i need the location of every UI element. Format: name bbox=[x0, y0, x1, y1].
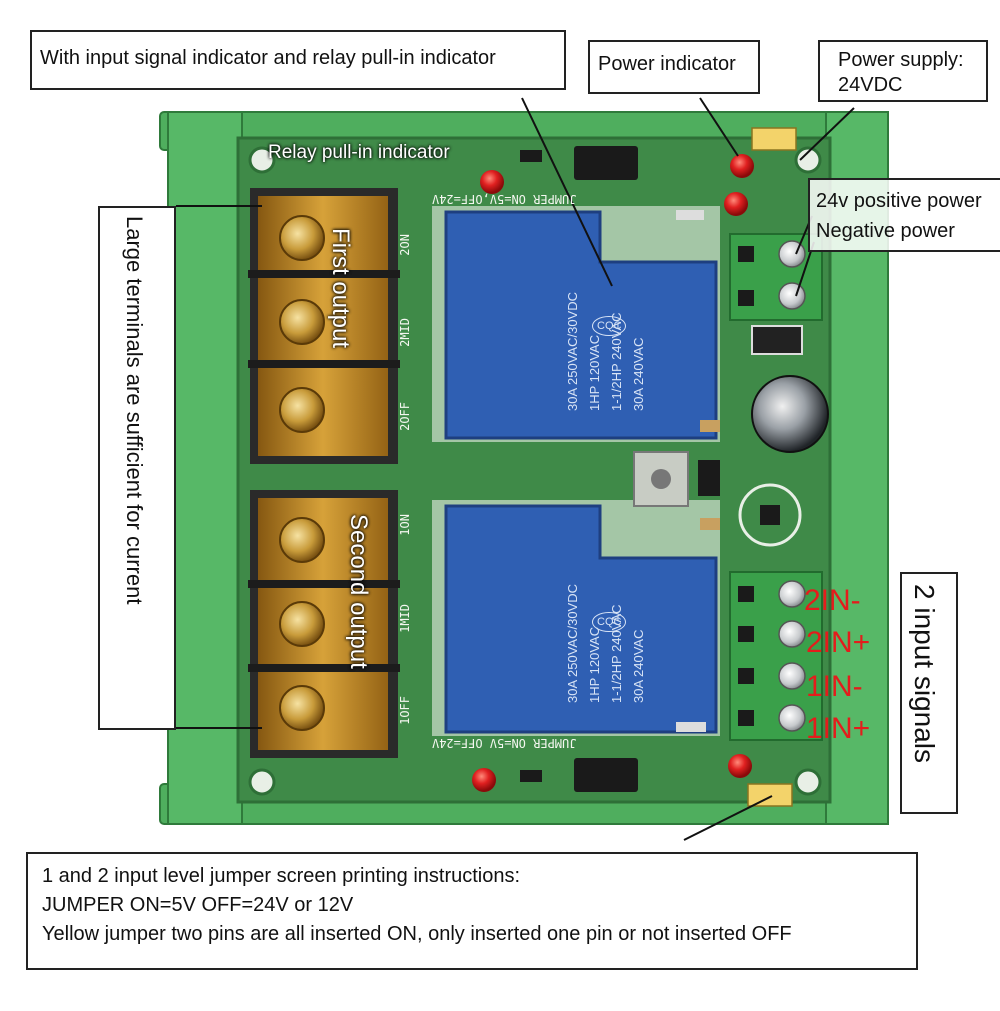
output-terminal-block-2 bbox=[248, 490, 400, 758]
power-supply-line2: 24VDC bbox=[838, 74, 903, 96]
jumper-note-line1: 1 and 2 input level jumper screen printi… bbox=[42, 865, 521, 887]
jumper-note-line2: JUMPER ON=5V OFF=24V or 12V bbox=[42, 894, 354, 916]
power-supply-callout: Power supply: 24VDC bbox=[818, 40, 988, 102]
silk-top-jumper: JUMPER ON=5V,OFF=24V bbox=[432, 192, 577, 206]
input-label-1in-minus: 1IN- bbox=[806, 670, 863, 703]
indicator-callout: With input signal indicator and relay pu… bbox=[30, 30, 566, 90]
jumper-note-line3: Yellow jumper two pins are all inserted … bbox=[42, 923, 792, 945]
silk-out2-mid: 2MID bbox=[398, 318, 412, 347]
relay-marking-2: 30A 250VAC/30VDC 1HP 120VAC 1-1/2HP 240V… bbox=[565, 584, 646, 703]
power-indicator-callout: Power indicator bbox=[588, 40, 760, 94]
silk-out1-off: 1OFF bbox=[398, 696, 412, 725]
large-terminals-text: Large terminals are sufficient for curre… bbox=[122, 216, 147, 605]
input-label-1in-plus: 1IN+ bbox=[806, 712, 871, 745]
input-label-2in-plus: 2IN+ bbox=[806, 626, 871, 659]
input-signals-callout: 2 input signals bbox=[900, 572, 958, 814]
large-terminals-callout: Large terminals are sufficient for curre… bbox=[98, 206, 176, 730]
silk-out2-on: 2ON bbox=[398, 234, 412, 256]
power-indicator-text: Power indicator bbox=[598, 53, 736, 75]
indicator-callout-text: With input signal indicator and relay pu… bbox=[40, 47, 496, 69]
relay-brand-2: CQC bbox=[592, 612, 627, 632]
relay-brand-1: CQC bbox=[592, 316, 627, 336]
second-output-label: Second output bbox=[345, 514, 372, 669]
silk-out1-on: 1ON bbox=[398, 514, 412, 536]
input-signals-text: 2 input signals bbox=[909, 584, 940, 764]
output-terminal-block-1 bbox=[248, 188, 400, 464]
jumper-instructions-callout: 1 and 2 input level jumper screen printi… bbox=[26, 852, 918, 970]
silk-bottom-jumper: JUMPER ON=5V OFF=24V bbox=[432, 736, 577, 750]
negative-power-label: Negative power bbox=[816, 220, 955, 242]
relay-pull-in-label: Relay pull-in indicator bbox=[268, 142, 450, 163]
input-label-2in-minus: 2IN- bbox=[804, 584, 861, 617]
silk-out2-off: 2OFF bbox=[398, 402, 412, 431]
first-output-label: First output bbox=[327, 228, 354, 349]
power-supply-line1: Power supply: bbox=[838, 49, 964, 71]
silk-out1-mid: 1MID bbox=[398, 604, 412, 633]
power-terminal-callout: 24v positive power Negative power bbox=[808, 178, 1000, 252]
relay-marking-1: 30A 250VAC/30VDC 1HP 120VAC 1-1/2HP 240V… bbox=[565, 292, 646, 411]
positive-power-label: 24v positive power bbox=[816, 190, 982, 212]
